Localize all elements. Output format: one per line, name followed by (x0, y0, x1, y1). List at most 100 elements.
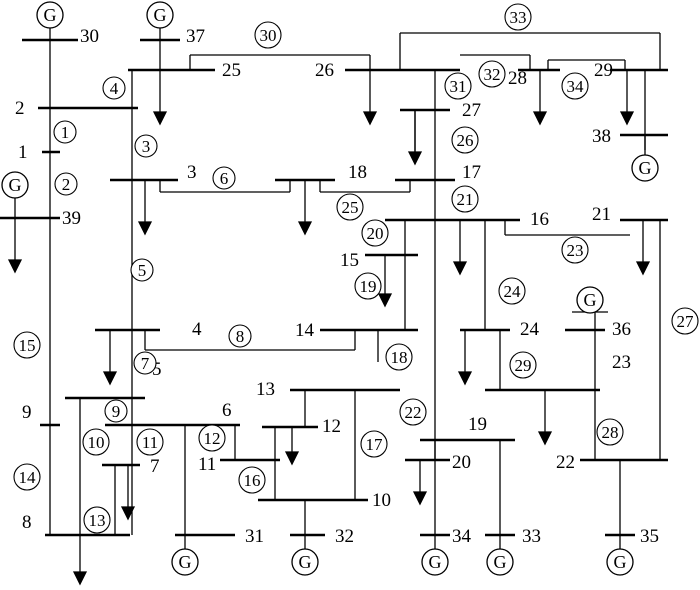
svg-text:33: 33 (510, 8, 527, 27)
bus-label-33: 33 (522, 526, 541, 547)
line-number-34: 34 (561, 72, 589, 100)
bus-label-23: 23 (612, 352, 631, 373)
svg-text:20: 20 (367, 224, 384, 243)
line-number-21: 21 (451, 185, 479, 213)
line-number-5: 5 (130, 258, 154, 282)
bus-label-21: 21 (592, 204, 611, 225)
line-number-4: 4 (102, 76, 126, 100)
svg-text:G: G (584, 290, 597, 310)
svg-text:5: 5 (138, 261, 147, 280)
line-number-6: 6 (212, 166, 236, 190)
svg-text:18: 18 (391, 348, 408, 367)
svg-text:24: 24 (504, 282, 522, 301)
line-number-33: 33 (504, 3, 532, 31)
line-number-27: 27 (671, 307, 699, 335)
line-number-2: 2 (54, 172, 78, 196)
svg-text:30: 30 (260, 26, 277, 45)
bus-label-31: 31 (245, 526, 264, 547)
line-number-13: 13 (83, 506, 111, 534)
line-number-8: 8 (228, 324, 252, 348)
svg-text:G: G (614, 552, 627, 572)
svg-text:19: 19 (360, 277, 377, 296)
generator-icon: G (291, 548, 319, 576)
bus-label-14: 14 (295, 320, 315, 341)
bus-label-36: 36 (612, 319, 631, 340)
line-number-16: 16 (238, 466, 266, 494)
svg-text:25: 25 (342, 198, 359, 217)
svg-text:G: G (429, 552, 442, 572)
svg-text:G: G (299, 552, 312, 572)
line-number-11: 11 (136, 428, 164, 456)
svg-text:G: G (44, 5, 57, 25)
line-number-20: 20 (361, 219, 389, 247)
line-number-28: 28 (596, 418, 624, 446)
bus-label-32: 32 (335, 526, 354, 547)
bus-label-28: 28 (508, 68, 527, 89)
line-number-23: 23 (561, 236, 589, 264)
bus-label-6: 6 (222, 400, 232, 421)
bus-label-30: 30 (80, 26, 99, 47)
bus-label-38: 38 (592, 126, 611, 147)
bus-label-26: 26 (315, 60, 334, 81)
svg-text:34: 34 (567, 77, 585, 96)
line-number-18: 18 (385, 343, 413, 371)
bus-label-4: 4 (192, 319, 202, 340)
line-number-9: 9 (104, 399, 128, 423)
line-number-17: 17 (360, 430, 388, 458)
bus-label-35: 35 (640, 526, 659, 547)
line-number-32: 32 (478, 60, 506, 88)
svg-text:14: 14 (19, 468, 37, 487)
svg-text:2: 2 (62, 175, 71, 194)
bus-label-2: 2 (15, 98, 25, 119)
bus-label-34: 34 (452, 526, 472, 547)
line-number-31: 31 (444, 72, 472, 100)
bus-label-10: 10 (372, 490, 391, 511)
line-number-3: 3 (134, 134, 158, 158)
bus-label-12: 12 (322, 416, 341, 437)
svg-text:17: 17 (366, 435, 384, 454)
bus-label-17: 17 (462, 162, 481, 183)
svg-text:13: 13 (89, 511, 106, 530)
svg-text:26: 26 (457, 131, 474, 150)
generator-icon: G (146, 1, 174, 29)
bus-label-13: 13 (256, 379, 275, 400)
svg-text:16: 16 (244, 471, 261, 490)
bus-label-37: 37 (186, 26, 205, 47)
bus-label-27: 27 (462, 100, 481, 121)
bus-label-16: 16 (530, 209, 549, 230)
svg-text:21: 21 (457, 190, 474, 209)
line-number-30: 30 (254, 21, 282, 49)
bus-label-19: 19 (468, 414, 487, 435)
bus-label-8: 8 (22, 512, 32, 533)
svg-text:G: G (9, 175, 22, 195)
bus-bars (0, 38, 668, 537)
bus-labels: 1234567891011121314151617181920212223242… (15, 26, 659, 547)
generator-icon: G (421, 548, 449, 576)
generator-icon: G (171, 548, 199, 576)
line-number-1: 1 (53, 120, 77, 144)
svg-text:G: G (154, 5, 167, 25)
svg-text:11: 11 (142, 433, 158, 452)
svg-text:32: 32 (484, 65, 501, 84)
bus-label-25: 25 (222, 60, 241, 81)
bus-label-20: 20 (452, 452, 471, 473)
line-number-14: 14 (13, 463, 41, 491)
svg-text:22: 22 (405, 403, 422, 422)
generator-icon: G (576, 286, 604, 314)
svg-text:1: 1 (61, 123, 70, 142)
bus-label-3: 3 (187, 162, 197, 183)
bus-label-22: 22 (556, 452, 575, 473)
svg-text:3: 3 (142, 137, 151, 156)
bus-label-24: 24 (520, 319, 540, 340)
line-number-29: 29 (509, 351, 537, 379)
generator-icon: G (36, 1, 64, 29)
bus-label-9: 9 (22, 402, 32, 423)
svg-text:28: 28 (602, 423, 619, 442)
svg-text:G: G (179, 552, 192, 572)
line-number-22: 22 (399, 398, 427, 426)
generator-icon: G (486, 548, 514, 576)
generator-icon: G (631, 154, 659, 182)
line-number-10: 10 (82, 428, 110, 456)
